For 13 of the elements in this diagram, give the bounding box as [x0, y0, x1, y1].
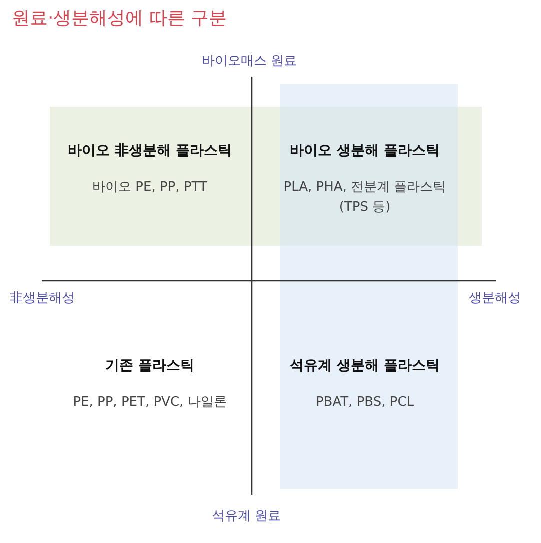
quadrant-examples: PE, PP, PET, PVC, 나일론 — [73, 394, 227, 412]
quadrant-heading: 석유계 생분해 플라스틱 — [290, 357, 440, 375]
title: 원료·생분해성에 따른 구분 — [12, 7, 228, 30]
axis-label: 생분해성 — [469, 290, 521, 307]
quadrant-examples: 바이오 PE, PP, PTT — [92, 179, 208, 197]
quadrant-heading: 바이오 非생분해 플라스틱 — [68, 142, 232, 160]
quadrant-examples: PLA, PHA, 전분계 플라스틱 (TPS 등) — [282, 179, 448, 217]
quadrant-heading: 기존 플라스틱 — [106, 357, 194, 375]
axis-label: 석유계 원료 — [212, 508, 282, 525]
quadrant-heading: 바이오 생분해 플라스틱 — [290, 142, 440, 160]
axis-label: 非생분해성 — [10, 290, 75, 307]
quadrant-examples: PBAT, PBS, PCL — [316, 394, 414, 412]
axis-label: 바이오매스 원료 — [202, 53, 298, 70]
